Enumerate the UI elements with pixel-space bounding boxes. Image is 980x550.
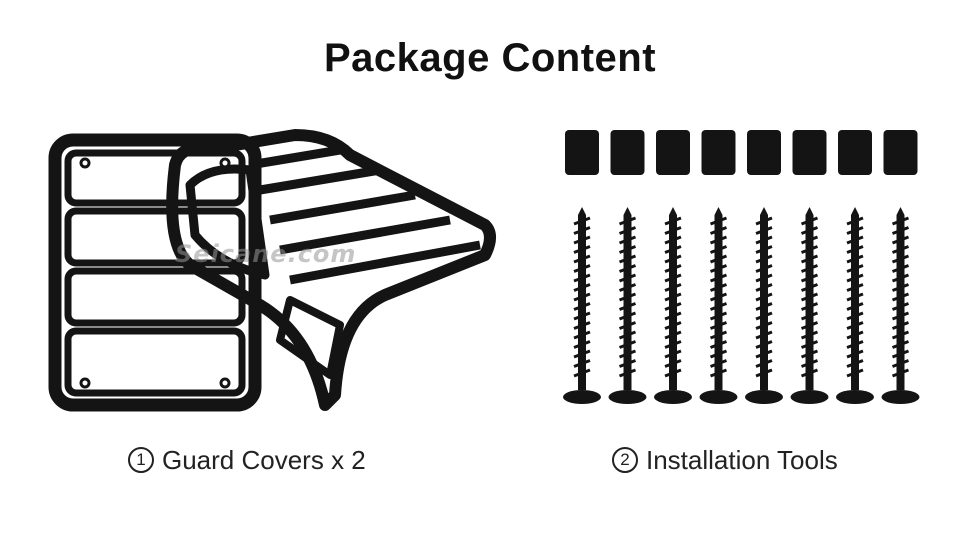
screw-3 (654, 207, 692, 404)
front-guard-cover (48, 133, 262, 412)
spacer-7 (838, 130, 872, 175)
spacer-2 (610, 130, 645, 175)
screw-6 (790, 207, 829, 404)
caption-guard-covers: 1 Guard Covers x 2 (128, 440, 366, 480)
mounting-holes (79, 157, 231, 389)
caption-installation-tools-label: Installation Tools (646, 444, 838, 475)
guard-covers-image (48, 129, 496, 412)
page-title: Package Content (323, 36, 657, 80)
screw-row (563, 207, 920, 404)
screw-5 (745, 207, 783, 404)
caption-guard-covers-label: Guard Covers x 2 (162, 444, 366, 475)
screw-2 (608, 207, 647, 404)
spacer-4 (701, 130, 736, 175)
screw-1 (563, 207, 601, 404)
installation-tools-image (563, 130, 920, 404)
spacer-row (565, 130, 918, 175)
spacer-3 (656, 130, 690, 175)
screw-8 (881, 207, 920, 404)
screw-7 (836, 207, 874, 404)
spacer-1 (565, 130, 599, 175)
spacer-8 (883, 130, 918, 175)
spacer-6 (792, 130, 827, 175)
screw-4 (699, 207, 738, 404)
item-number-1: 1 (128, 447, 154, 473)
item-number-2: 2 (612, 447, 638, 473)
caption-installation-tools: 2 Installation Tools (612, 440, 838, 480)
spacer-5 (747, 130, 781, 175)
watermark-text: Seicane.com (175, 240, 357, 268)
